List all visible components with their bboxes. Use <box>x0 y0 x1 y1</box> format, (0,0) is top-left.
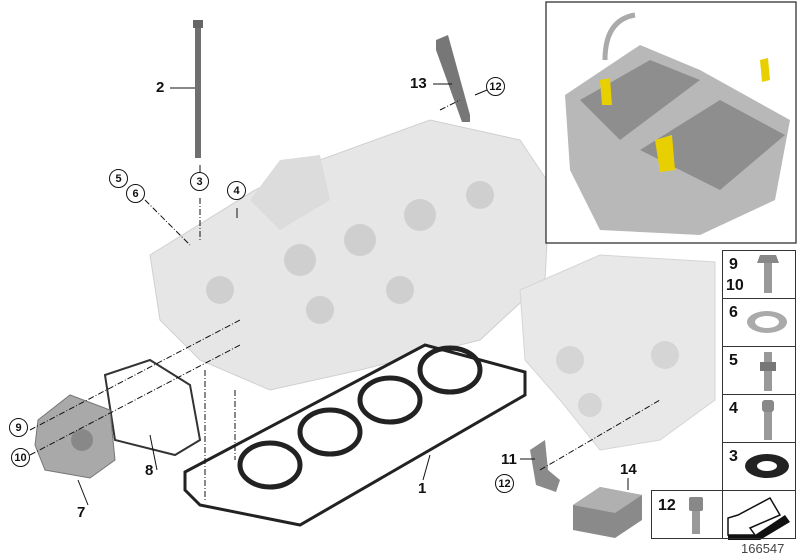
bracket-11 <box>530 440 560 492</box>
legend-row-3: 3 <box>722 442 796 491</box>
legend-row-9-10: 9 10 <box>722 250 796 299</box>
callout-12-bottom: 12 <box>495 474 514 493</box>
legend-label: 10 <box>726 277 744 294</box>
callout-4: 4 <box>227 181 246 200</box>
legend-label: 4 <box>729 400 738 417</box>
callout-6: 6 <box>126 184 145 203</box>
callout-3: 3 <box>190 172 209 191</box>
callout-1: 1 <box>418 480 427 497</box>
callout-14: 14 <box>620 461 637 478</box>
bracket-13 <box>436 35 470 122</box>
sealing-kit-box <box>573 487 642 538</box>
callout-12-top: 12 <box>486 77 505 96</box>
callout-9: 9 <box>9 418 28 437</box>
head-bolt <box>193 20 203 158</box>
legend-row-4: 4 <box>722 394 796 443</box>
diagram-number: 166547 <box>741 541 785 556</box>
legend-row-5: 5 <box>722 346 796 395</box>
legend-row-6: 6 <box>722 298 796 347</box>
engine-inset-image <box>565 12 790 235</box>
callout-11: 11 <box>501 451 517 468</box>
callout-13: 13 <box>410 75 427 92</box>
cylinder-head-gasket <box>183 343 527 527</box>
callout-8: 8 <box>145 462 154 479</box>
legend-row-12: 12 <box>651 490 723 539</box>
callout-7: 7 <box>77 504 86 521</box>
navigation-arrow-button[interactable] <box>722 490 796 539</box>
cover-gasket <box>103 358 202 457</box>
legend-label: 12 <box>658 497 676 514</box>
callout-2: 2 <box>156 79 165 96</box>
cylinder-head <box>149 119 551 391</box>
cylinder-head-rear-view <box>519 254 716 451</box>
callout-10: 10 <box>11 448 30 467</box>
leader-lines <box>29 83 661 506</box>
legend-label: 9 <box>729 256 738 273</box>
legend-label: 5 <box>729 352 738 369</box>
legend-icons <box>689 255 790 540</box>
legend-label: 6 <box>729 304 738 321</box>
legend-label: 3 <box>729 448 738 465</box>
callout-5: 5 <box>109 169 128 188</box>
